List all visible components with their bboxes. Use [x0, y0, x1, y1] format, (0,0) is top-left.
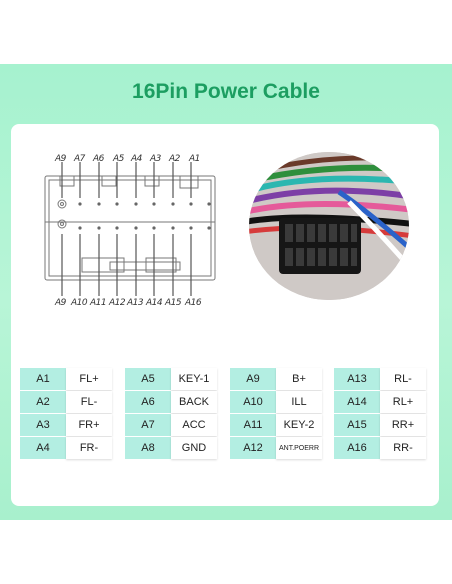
pin-function: ANT.POERR — [276, 437, 322, 459]
pin-function: RL+ — [380, 391, 426, 413]
pin-function: FL+ — [66, 368, 112, 390]
connector-outline — [44, 162, 216, 296]
pin-id: A10 — [230, 391, 276, 413]
pin-function: RR+ — [380, 414, 426, 436]
connector-photo — [249, 152, 409, 300]
top-pin-label: A5 — [113, 154, 124, 164]
pin-function: BACK — [171, 391, 217, 413]
top-pin-label: A7 — [74, 154, 85, 164]
pin-id: A15 — [334, 414, 380, 436]
bottom-pin-label: A16 — [185, 298, 202, 308]
bottom-pin-label: A10 — [71, 298, 88, 308]
top-pin-label: A3 — [150, 154, 161, 164]
pin-id: A14 — [334, 391, 380, 413]
pin-function: FR- — [66, 437, 112, 459]
pin-id: A8 — [125, 437, 171, 459]
top-pin-label: A4 — [131, 154, 142, 164]
top-pin-label: A1 — [189, 154, 200, 164]
pin-function: RL- — [380, 368, 426, 390]
pin-function: B+ — [276, 368, 322, 390]
pin-function: ACC — [171, 414, 217, 436]
pin-id: A13 — [334, 368, 380, 390]
pin-function: RR- — [380, 437, 426, 459]
bottom-pin-label: A14 — [146, 298, 163, 308]
pin-function: ILL — [276, 391, 322, 413]
pin-function: FR+ — [66, 414, 112, 436]
pin-id: A11 — [230, 414, 276, 436]
pin-id: A6 — [125, 391, 171, 413]
pin-id: A2 — [20, 391, 66, 413]
pin-function: KEY-2 — [276, 414, 322, 436]
bottom-pin-label: A12 — [109, 298, 126, 308]
pin-id: A5 — [125, 368, 171, 390]
bottom-pin-label: A15 — [165, 298, 182, 308]
pin-id: A1 — [20, 368, 66, 390]
top-pin-label: A9 — [55, 154, 66, 164]
top-pin-label: A6 — [93, 154, 104, 164]
bottom-pin-label: A9 — [55, 298, 66, 308]
pin-id: A12 — [230, 437, 276, 459]
pin-id: A4 — [20, 437, 66, 459]
pin-function: FL- — [66, 391, 112, 413]
pin-function: GND — [171, 437, 217, 459]
pin-id: A3 — [20, 414, 66, 436]
pin-id: A7 — [125, 414, 171, 436]
bottom-pin-label: A11 — [90, 298, 107, 308]
top-pin-label: A2 — [169, 154, 180, 164]
pin-id: A16 — [334, 437, 380, 459]
bottom-pin-label: A13 — [127, 298, 144, 308]
pin-id: A9 — [230, 368, 276, 390]
page-title: 16Pin Power Cable — [132, 80, 320, 103]
pin-function: KEY-1 — [171, 368, 217, 390]
